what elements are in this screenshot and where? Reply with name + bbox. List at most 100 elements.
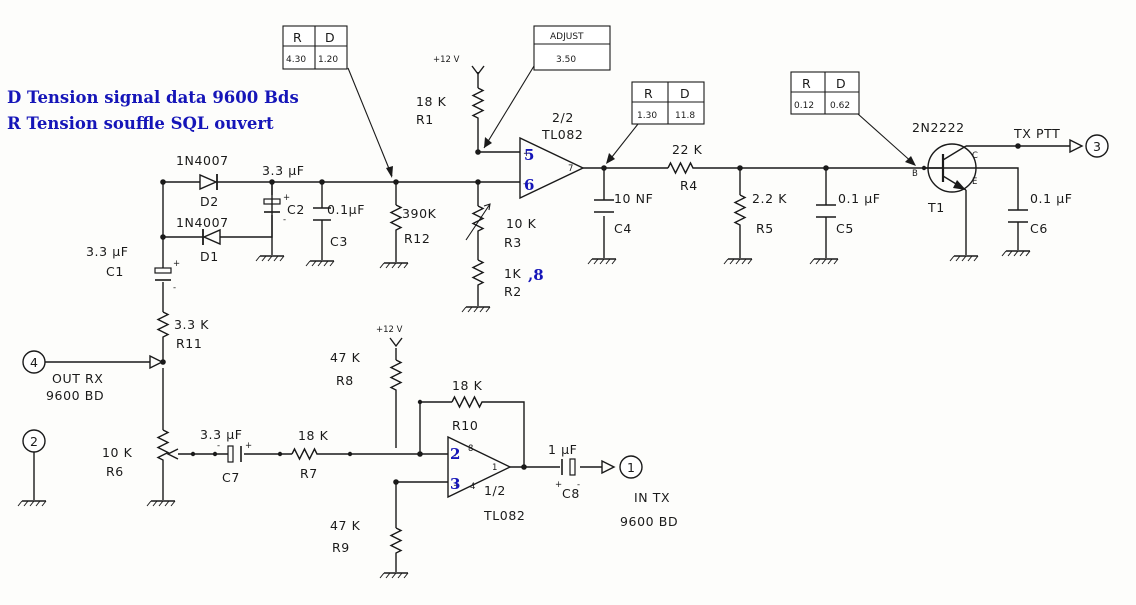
capacitor-c3	[313, 207, 331, 221]
c8-ref: C8	[562, 486, 580, 501]
ground-connector-2	[17, 500, 47, 507]
svg-text:+: +	[523, 149, 530, 159]
r6-value: 10 K	[102, 445, 133, 460]
resistor-r9	[389, 527, 403, 558]
t3-d-val: 0.62	[830, 101, 850, 111]
capacitor-c8: + -	[555, 458, 580, 490]
supply-bottom-arrow	[389, 337, 403, 348]
connector-1[interactable]: 1	[619, 455, 643, 479]
pointer-table-1	[347, 67, 393, 177]
opamp-bottom-type: TL082	[483, 508, 525, 523]
r8-ref: R8	[336, 373, 354, 388]
r3-ref: R3	[504, 235, 522, 250]
connector-1-num: 1	[627, 460, 636, 475]
pointer-table-2	[607, 123, 639, 163]
r9-ref: R9	[332, 540, 350, 555]
ground-r12	[379, 262, 409, 269]
ground-t1	[949, 255, 979, 262]
out-rx-arrow	[149, 354, 164, 370]
svg-text:+: +	[283, 193, 290, 203]
c6-value: 0.1 µF	[1030, 191, 1073, 206]
t1-collector-pin: C	[972, 151, 978, 161]
connector-4[interactable]: 4	[22, 350, 46, 374]
wire-bottom-input	[178, 348, 602, 572]
capacitor-c7: - +	[217, 441, 252, 463]
r10-value: 18 K	[452, 378, 483, 393]
r12-value: 390K	[402, 206, 437, 221]
t1-d-val: 1.20	[318, 55, 338, 65]
r12-ref: R12	[404, 231, 430, 246]
svg-text:+: +	[453, 481, 460, 491]
r10-ref: R10	[452, 418, 478, 433]
c4-value: 10 NF	[614, 191, 653, 206]
resistor-r10	[451, 395, 484, 409]
adjust-val: 3.50	[556, 55, 576, 65]
c2-value: 3.3 µF	[262, 163, 305, 178]
t1-type: 2N2222	[912, 120, 965, 135]
opamp-bottom-pin3: 3	[450, 475, 460, 493]
in-tx-label: IN TX	[634, 490, 670, 505]
resistor-r11	[156, 311, 170, 340]
svg-text:+: +	[555, 480, 562, 490]
tx-ptt-label: TX PTT	[1013, 126, 1060, 141]
measure-table-1: R D 4.30 1.20	[282, 25, 348, 70]
c3-value: 0.1µF	[327, 202, 365, 217]
c7-ref: C7	[222, 470, 240, 485]
resistor-r12	[389, 204, 403, 235]
resistor-r4	[667, 161, 694, 175]
svg-text:-: -	[283, 215, 286, 225]
c5-value: 0.1 µF	[838, 191, 881, 206]
r6-ref: R6	[106, 464, 124, 479]
ground-r2	[461, 306, 491, 313]
c1-value: 3.3 µF	[86, 244, 129, 259]
r11-value: 3.3 K	[174, 317, 209, 332]
opamp-top-type: TL082	[541, 127, 583, 142]
r2-ref: R2	[504, 284, 522, 299]
in-tx-arrow	[601, 459, 616, 475]
r4-ref: R4	[680, 178, 698, 193]
opamp-top-pin6: 6	[524, 176, 534, 194]
connector-3-num: 3	[1093, 139, 1102, 154]
opamp-top: + - 7	[519, 136, 585, 200]
t2-d-head: D	[680, 86, 690, 101]
r9-value: 47 K	[330, 518, 361, 533]
c7-value: 3.3 µF	[200, 427, 243, 442]
r8-value: 47 K	[330, 350, 361, 365]
svg-text:-: -	[453, 451, 456, 461]
connector-2-num: 2	[30, 434, 39, 449]
t3-d-head: D	[836, 76, 846, 91]
r5-value: 2.2 K	[752, 191, 787, 206]
t1-base-pin: B	[912, 169, 918, 179]
wire-left-chain	[45, 262, 164, 500]
c2-ref: C2	[287, 202, 305, 217]
ground-c5	[809, 258, 839, 265]
capacitor-c2: + -	[263, 193, 290, 225]
out-rx-baud: 9600 BD	[46, 388, 104, 403]
connector-3[interactable]: 3	[1085, 134, 1109, 158]
c4-ref: C4	[614, 221, 632, 236]
resistor-r5	[733, 194, 747, 232]
svg-text:-: -	[173, 283, 176, 293]
connector-2[interactable]: 2	[22, 429, 46, 453]
capacitor-c1: + -	[154, 259, 180, 293]
r4-value: 22 K	[672, 142, 703, 157]
adjust-table: ADJUST 3.50	[533, 25, 611, 71]
opamp-bottom-pin8: 8	[468, 444, 473, 454]
legend-d-line: D Tension signal data 9600 Bds	[7, 88, 299, 107]
t1-r-head: R	[293, 30, 302, 45]
svg-text:-: -	[217, 441, 220, 451]
t1-emitter-pin: E	[972, 177, 977, 187]
t2-r-head: R	[644, 86, 653, 101]
out-rx-label: OUT RX	[52, 371, 103, 386]
resistor-r8	[389, 359, 403, 392]
d1-type: 1N4007	[176, 215, 229, 230]
potentiometer-r6	[156, 429, 179, 468]
tx-ptt-arrow	[1069, 138, 1084, 154]
resistor-r3	[465, 203, 491, 241]
opamp-bottom-pin4: 4	[470, 482, 475, 492]
t1-r-val: 4.30	[286, 55, 306, 65]
junctions-top	[160, 143, 1021, 240]
opamp-top-pin7: 7	[568, 164, 573, 174]
r11-ref: R11	[176, 336, 202, 351]
